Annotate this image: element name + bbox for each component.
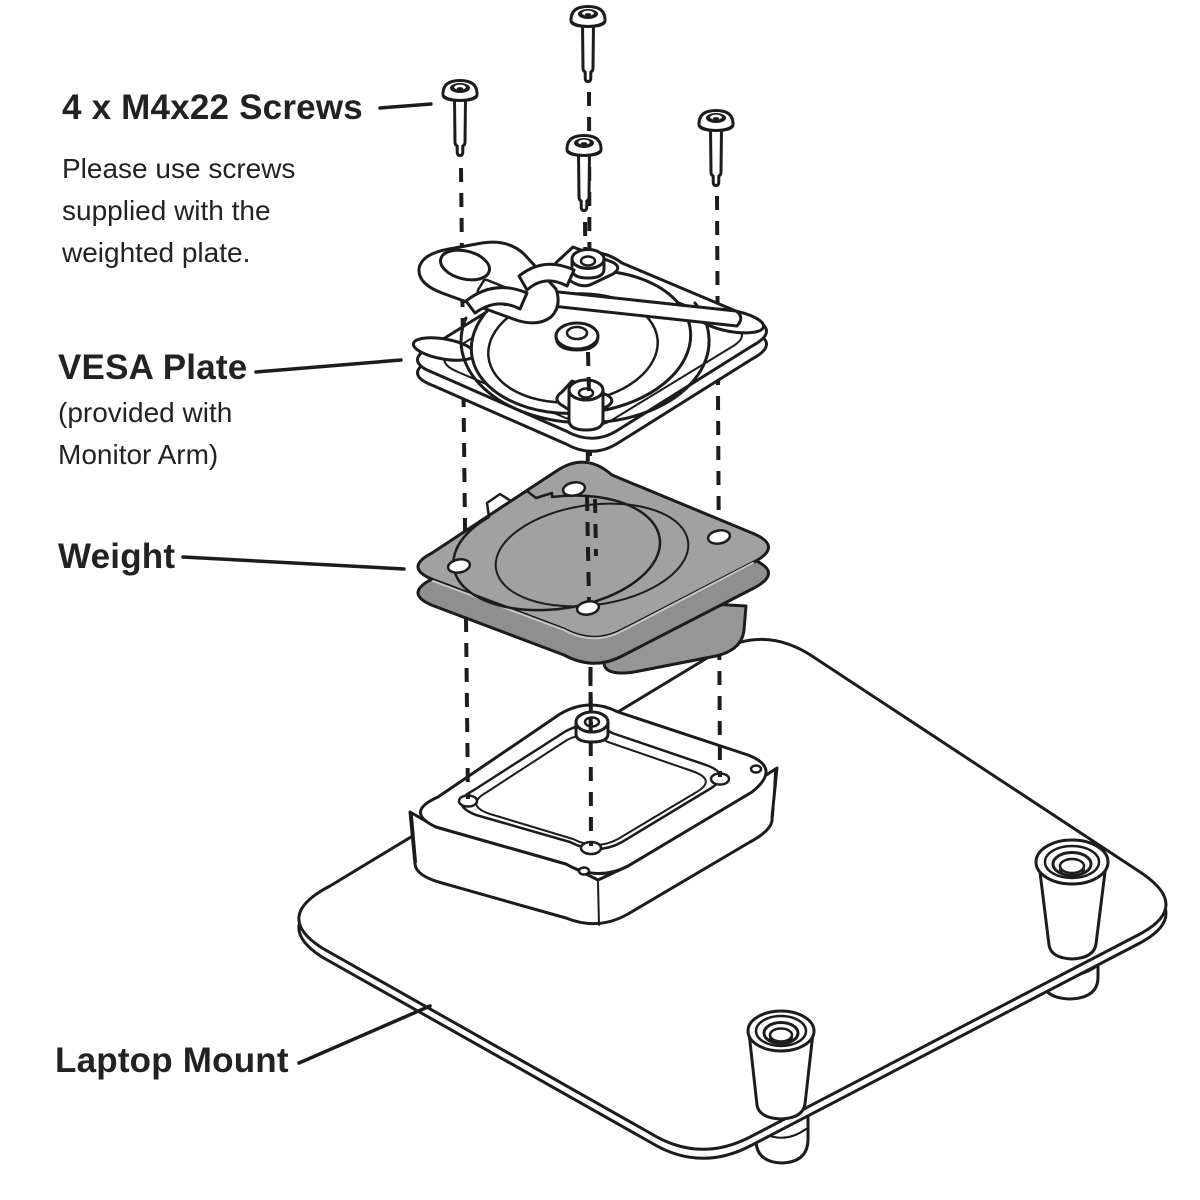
label-vesa-title: VESA Plate [58, 348, 248, 387]
leader-line-screws [378, 102, 433, 110]
leader-lines [181, 102, 433, 1065]
label-screws-note: Please use screws supplied with the weig… [62, 153, 296, 268]
label-laptop-title: Laptop Mount [55, 1041, 289, 1080]
weight-plate [416, 460, 770, 675]
release-lever [417, 240, 576, 325]
leader-line-laptop-mount [297, 1004, 432, 1065]
leader-line-vesa [254, 358, 403, 374]
screw-4 [697, 109, 735, 187]
screw-2 [569, 5, 607, 83]
standoff-right [1034, 838, 1110, 961]
leader-line-weight [181, 555, 406, 571]
vesa-plate [411, 240, 768, 453]
axis-lines-over-weight [585, 496, 598, 603]
standoff-bottom [746, 1009, 816, 1121]
screws [441, 5, 735, 212]
label-vesa-note: (provided with Monitor Arm) [58, 397, 233, 470]
axis-line-over-vesa [586, 351, 591, 393]
label-screws-title: 4 x M4x22 Screws [62, 88, 363, 127]
screw-1 [441, 79, 479, 157]
screw-3 [565, 134, 603, 212]
laptop-mount-plate [297, 637, 1168, 1165]
label-weight-title: Weight [58, 537, 176, 576]
